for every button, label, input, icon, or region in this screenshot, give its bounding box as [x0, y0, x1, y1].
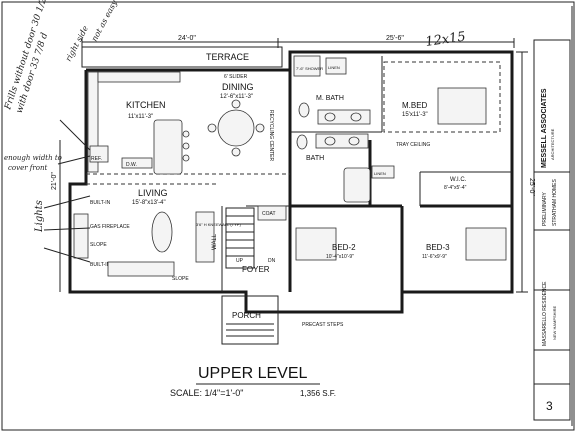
dw-label: D.W.: [126, 162, 137, 168]
m-bed-label: M.BED: [402, 101, 428, 110]
porch-label: PORCH: [232, 311, 261, 320]
handwritten-corner-number: 12x15: [424, 29, 466, 49]
kneewall-label: 3'6" H KNEEWALL (TYP): [196, 222, 241, 227]
porch-outline: [221, 295, 279, 345]
dim-top-left: 24'-0": [178, 35, 196, 42]
sheet-number: 3: [546, 399, 553, 413]
porch-steps: [226, 323, 274, 337]
linen-closet-1: [325, 57, 347, 75]
handwritten-lights: Lights: [34, 200, 45, 233]
wic-label: W.I.C.: [450, 177, 467, 183]
refrigerator: [89, 145, 109, 163]
dining-table: [217, 109, 255, 147]
firm-name: MESSELL ASSOCIATES: [541, 88, 548, 168]
coffee-table: [151, 211, 173, 253]
annotation-arrow-2: [59, 119, 91, 151]
tray-label: TRAY CEILING: [396, 142, 430, 148]
drawing-title: UPPER LEVEL: [198, 365, 307, 382]
kitchen-counter-left: [87, 71, 99, 173]
fireplace-label: GAS FIREPLACE: [90, 224, 130, 230]
handwritten-side-note-1: right side: [64, 24, 90, 63]
dining-label: DINING: [222, 82, 254, 92]
wall-label: WALL: [212, 233, 218, 250]
shower-label: 7'-6" SHOWER: [296, 66, 323, 71]
handwritten-side-note-2: not as easy: [90, 0, 119, 43]
bed-3: [465, 227, 507, 261]
bathtub: [343, 167, 371, 203]
dim-top-right: 25'-6": [386, 35, 404, 42]
builder-name: STRATHAM HOMES: [552, 178, 558, 226]
dim-right: 25'-0": [528, 178, 535, 196]
firm-sub: ARCHITECTURE: [550, 128, 555, 160]
kitchen-counter-top: [97, 71, 181, 83]
living-chair: [195, 211, 215, 263]
built-in-label-2: BUILT-IN: [90, 262, 111, 268]
linen-label-2: LINEN: [374, 171, 386, 176]
shower: [293, 55, 321, 77]
dim-left: 21'-0": [51, 172, 58, 190]
slope-label-2: SLOPE: [172, 276, 189, 282]
coat-label: COAT: [262, 211, 276, 217]
toilet-1: [298, 102, 310, 118]
living-label: LIVING: [138, 188, 168, 198]
status-label: PRELIMINARY: [542, 192, 548, 226]
bed3-label: BED-3: [426, 243, 450, 252]
terrace-label: TERRACE: [206, 52, 249, 62]
dn-label: DN: [268, 258, 276, 264]
m-bed-dim: 15'x11'-3": [402, 112, 428, 118]
slope-label-1: SLOPE: [90, 242, 107, 248]
exterior-walls: [68, 50, 514, 314]
kitchen-dim: 11'x11'-3": [128, 114, 153, 120]
coat-closet: [257, 205, 287, 221]
bed2-dim: 10'-4"x10'-9": [326, 254, 354, 260]
fireplace: [73, 213, 89, 259]
sofa: [107, 261, 175, 277]
precast-label: PRECAST STEPS: [302, 322, 344, 328]
linen-label-1: LINEN: [328, 65, 340, 70]
ref-label: REF.: [91, 156, 102, 162]
m-bath-label: M. BATH: [316, 95, 344, 102]
bed-2: [295, 227, 337, 261]
bath-label: BATH: [306, 155, 324, 162]
project-address: NEW HAMPSHIRE: [552, 305, 557, 340]
slider-label: 6' SLIDER: [224, 74, 248, 80]
tray-ceiling: [383, 61, 501, 133]
dishwasher: [121, 157, 153, 169]
handwritten-arrow-note-2: cover front: [8, 164, 47, 172]
kitchen-label: KITCHEN: [126, 100, 166, 110]
linen-closet-2: [371, 165, 395, 179]
wic-dim: 8'-4"x5'-4": [444, 185, 467, 191]
kitchen-island: [153, 119, 183, 175]
drawing-scale: SCALE: 1/4"=1'-0": [170, 388, 243, 398]
bath-vanity: [315, 133, 369, 149]
terrace-outline: [81, 46, 283, 68]
dining-dim: 12'-6"x11'-3": [220, 94, 253, 100]
drawing-area: 1,356 S.F.: [300, 389, 336, 398]
bed3-dim: 11'-6"x9'-9": [422, 254, 447, 260]
project-name: MASSARELLO RESIDENCE: [542, 281, 548, 346]
master-bed: [437, 87, 487, 125]
toilet-2: [296, 134, 308, 150]
up-label: UP: [236, 258, 244, 264]
recycle-label: RECYCLING CENTER: [268, 110, 274, 162]
bed2-label: BED-2: [332, 243, 356, 252]
handwritten-arrow-note-1: enough width to: [4, 154, 62, 162]
living-dim: 15'-8"x13'-4": [132, 200, 166, 206]
annotation-arrow-1: [57, 155, 91, 165]
built-in-label-1: BUILT-IN: [90, 200, 111, 206]
foyer-label: FOYER: [242, 265, 270, 274]
stairs: [225, 207, 255, 269]
